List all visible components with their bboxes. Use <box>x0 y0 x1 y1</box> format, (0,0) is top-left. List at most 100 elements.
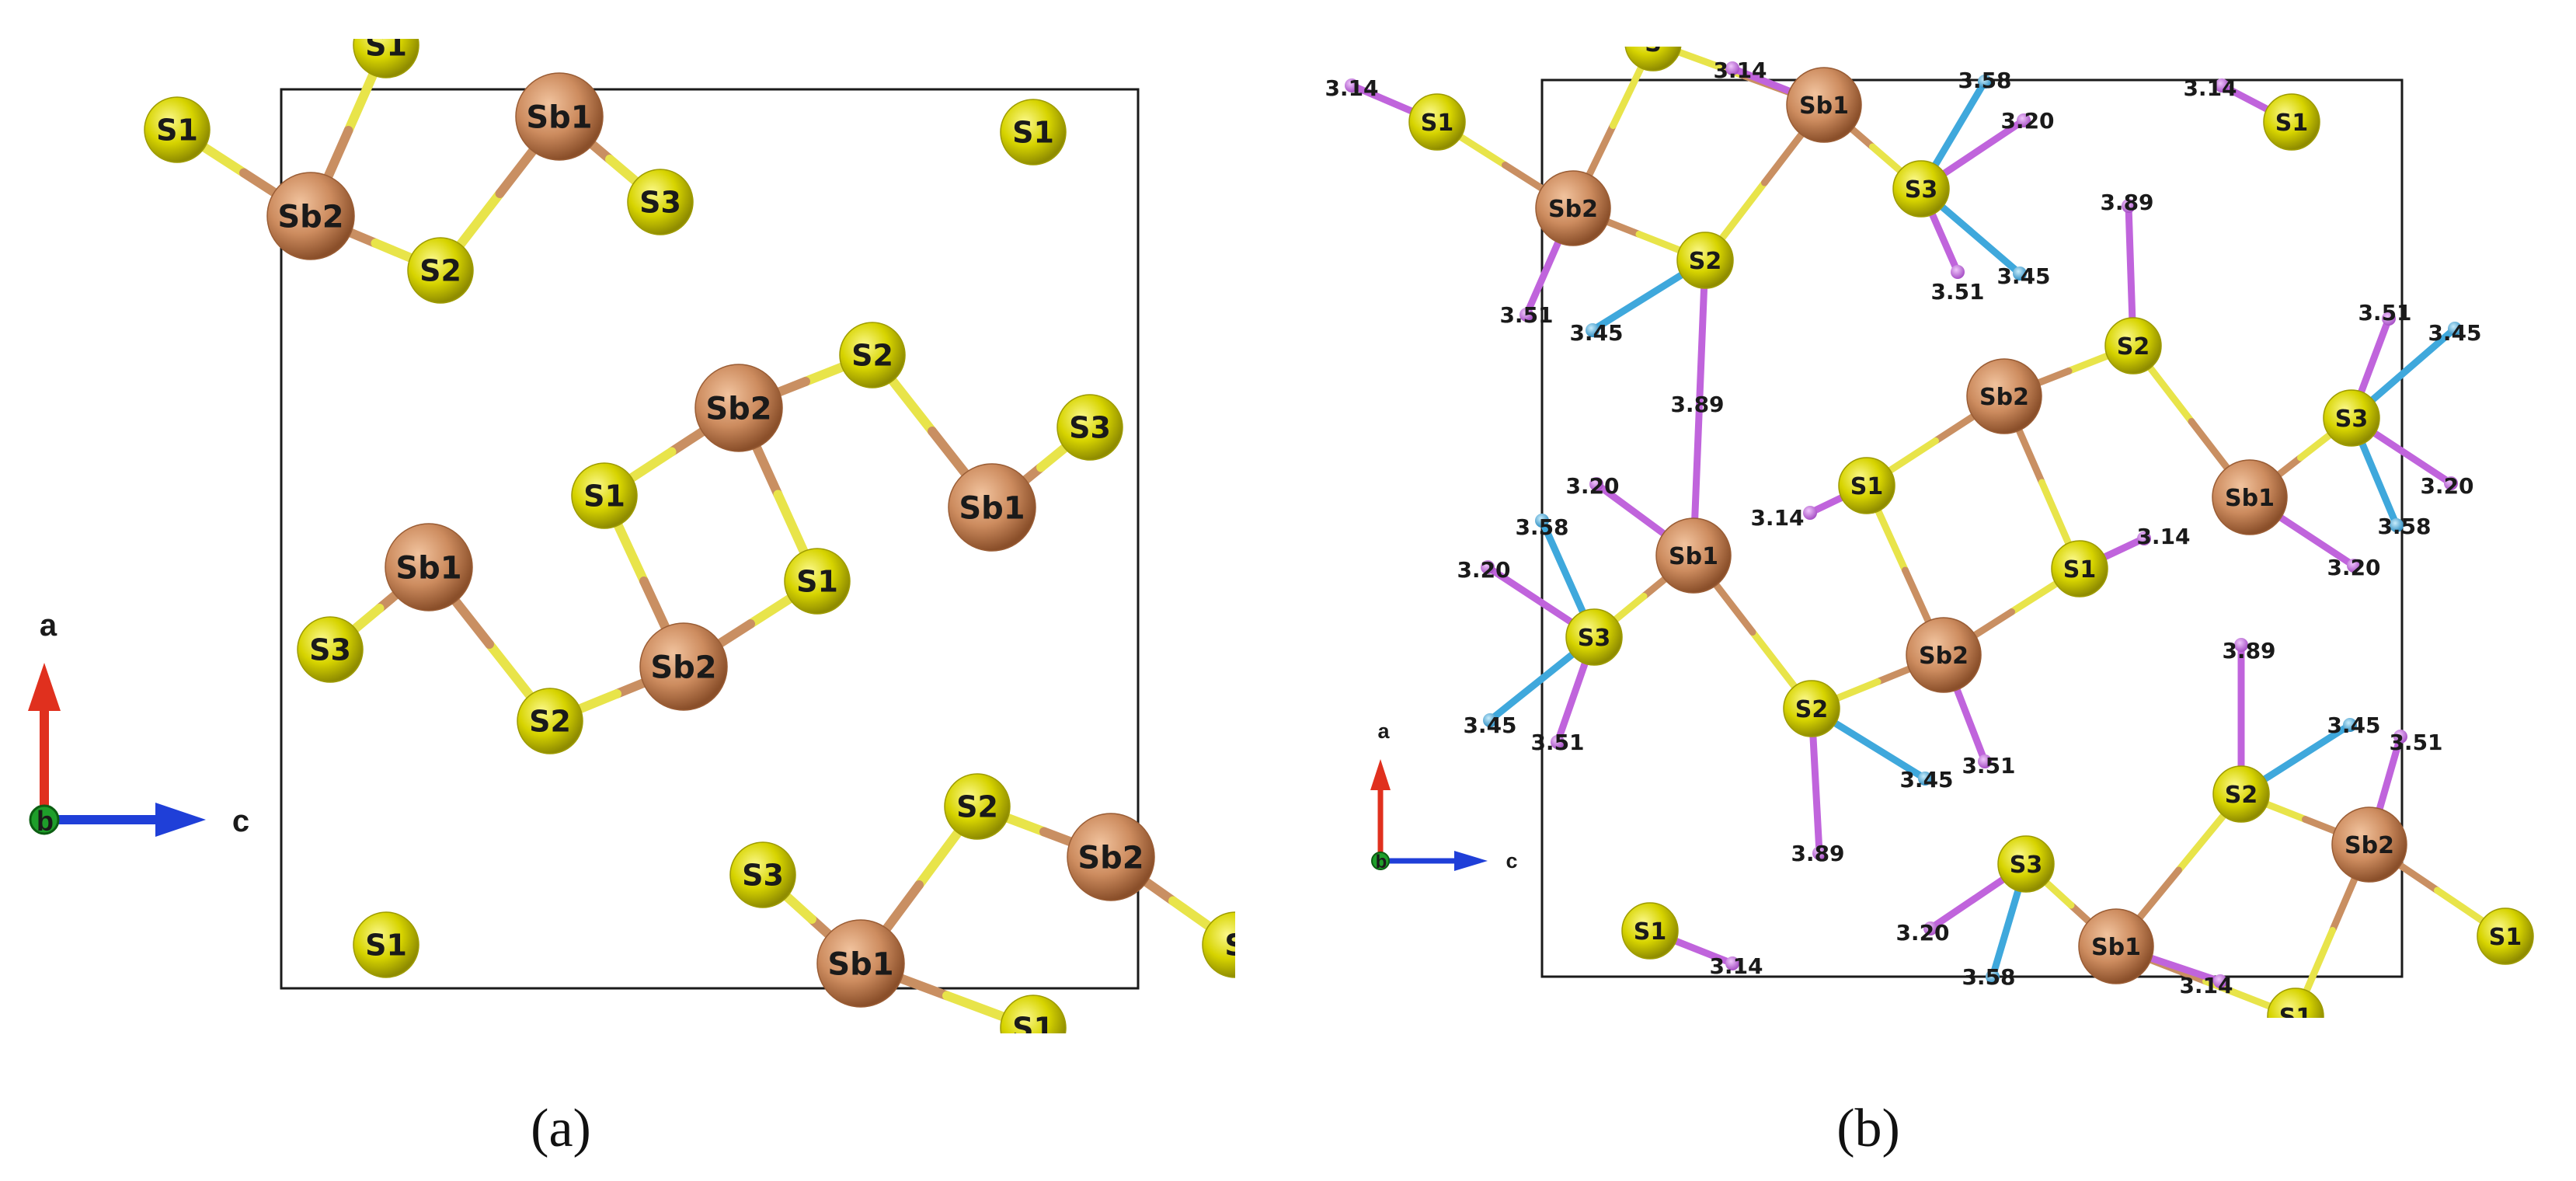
sb-atom: Sb1 <box>1786 67 1862 143</box>
svg-text:S1: S1 <box>1634 918 1666 946</box>
s-atom: S <box>1624 30 1682 71</box>
axis-label-c: c <box>1506 849 1517 873</box>
axis-label-a: a <box>1377 719 1390 743</box>
svg-text:S1: S1 <box>156 113 198 148</box>
svg-text:Sb2: Sb2 <box>2345 832 2394 859</box>
svg-text:S1: S1 <box>2063 556 2096 584</box>
sb-atom: Sb1 <box>948 463 1036 552</box>
svg-text:Sb1: Sb1 <box>827 946 893 982</box>
axis-arrowhead-c <box>1454 851 1488 871</box>
distance-label: 3.14 <box>1713 57 1767 83</box>
svg-text:S1: S1 <box>583 479 625 514</box>
axis-label-c: c <box>232 804 249 838</box>
distance-label: 3.14 <box>2183 75 2237 101</box>
svg-text:S3: S3 <box>742 859 784 893</box>
s-atom: S1 <box>1408 93 1466 151</box>
s-atom: S1 <box>353 29 419 78</box>
sb-atom: Sb2 <box>694 364 783 452</box>
panel-caption-b: (b) <box>1836 1099 1900 1158</box>
s-atom: S1 <box>2263 93 2320 151</box>
s-atom: S2 <box>839 322 906 388</box>
svg-text:Sb2: Sb2 <box>277 199 343 235</box>
svg-text:S2: S2 <box>2225 782 2257 809</box>
axis-arrowhead-c <box>155 803 206 837</box>
svg-text:S3: S3 <box>309 633 351 667</box>
axis-arrowhead-a <box>28 663 61 711</box>
s-atom: S3 <box>627 169 694 235</box>
svg-text:Sb1: Sb1 <box>1669 543 1718 570</box>
svg-text:Sb1: Sb1 <box>1799 92 1849 120</box>
sb-atom: Sb2 <box>639 622 728 711</box>
svg-text:S1: S1 <box>365 29 407 63</box>
s-atom: S1 <box>571 462 638 529</box>
svg-text:S2: S2 <box>1795 696 1828 723</box>
axis-label-a: a <box>40 608 57 643</box>
s-atom: S2 <box>1783 680 1840 737</box>
s-atom: S1 <box>1838 457 1895 514</box>
sb-atom: Sb2 <box>1966 358 2042 434</box>
distance-label: 3.58 <box>1962 964 2015 990</box>
svg-text:S2: S2 <box>2117 333 2150 361</box>
svg-text:S2: S2 <box>419 254 461 288</box>
distance-label: 3.45 <box>1463 712 1516 738</box>
svg-text:S3: S3 <box>1578 625 1610 652</box>
svg-text:S3: S3 <box>1069 411 1111 445</box>
sb-atom: Sb1 <box>2212 459 2288 535</box>
s-atom: S1 <box>2267 988 2324 1031</box>
axis-label-b: b <box>1376 852 1387 873</box>
s-atom: S3 <box>2323 389 2380 447</box>
svg-text:S1: S1 <box>2279 1004 2312 1031</box>
svg-text:S1: S1 <box>1012 116 1054 150</box>
svg-text:Sb1: Sb1 <box>2225 485 2275 512</box>
axis-dot-b <box>1371 852 1390 870</box>
svg-text:S: S <box>1645 30 1662 57</box>
svg-text:S1: S1 <box>1850 473 1883 500</box>
svg-text:Sb2: Sb2 <box>1979 384 2029 411</box>
distance-label: 3.89 <box>2222 638 2275 664</box>
s-atom: S <box>1202 911 1235 978</box>
distance-label: 3.45 <box>1899 767 1953 793</box>
svg-text:Sb2: Sb2 <box>1548 196 1598 223</box>
axis-triad-a: a b c <box>28 608 249 838</box>
distance-label: 3.58 <box>1958 68 2011 93</box>
distance-label: 3.89 <box>1791 841 1844 866</box>
s-atom: S1 <box>1000 995 1067 1046</box>
unit-cell-a <box>280 88 1140 990</box>
svg-text:S1: S1 <box>1421 110 1453 137</box>
distance-label: 3.58 <box>2377 514 2431 539</box>
s-atom: S3 <box>1057 394 1123 461</box>
svg-text:S2: S2 <box>1689 248 1721 275</box>
s-atom: S3 <box>1565 608 1623 666</box>
s-atom: S2 <box>1676 232 1734 289</box>
distance-label: 3.20 <box>2420 473 2473 499</box>
svg-text:Sb2: Sb2 <box>1077 840 1144 876</box>
distance-label: 3.20 <box>1565 473 1619 499</box>
distance-label: 3.20 <box>2327 555 2380 580</box>
axis-dot-b <box>29 804 60 835</box>
axis-arrowhead-a <box>1370 759 1391 790</box>
svg-text:Sb1: Sb1 <box>395 550 461 586</box>
distance-label: 3.20 <box>1457 557 1510 583</box>
sb-atom: Sb1 <box>2078 908 2154 984</box>
distance-label: 3.51 <box>1930 279 1984 305</box>
distance-label: 3.58 <box>1515 514 1568 540</box>
s-atom: S2 <box>944 773 1011 840</box>
s-atom: S1 <box>353 911 419 978</box>
distance-label: 3.51 <box>1530 730 1584 755</box>
sb-atom: Sb2 <box>1067 813 1155 901</box>
svg-text:S1: S1 <box>1012 1012 1054 1046</box>
s-atom: S3 <box>297 616 364 683</box>
distance-label: 3.51 <box>2389 730 2442 755</box>
distance-label: 3.89 <box>2100 190 2153 215</box>
s-atom: S1 <box>1621 902 1679 960</box>
svg-text:Sb2: Sb2 <box>650 650 716 685</box>
svg-text:S2: S2 <box>851 339 893 373</box>
distance-label: 3.14 <box>1750 505 1804 531</box>
s-atom: S1 <box>2477 908 2534 965</box>
svg-text:S2: S2 <box>529 705 571 739</box>
